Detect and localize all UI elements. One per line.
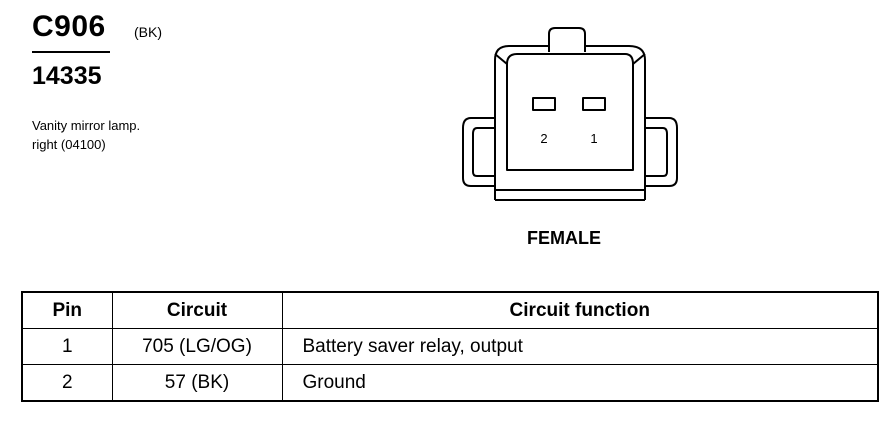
inner-cavity [506,53,634,171]
row-circuit: 705 (LG/OG) [111,328,283,365]
table-row: 2 57 (BK) Ground [21,364,879,402]
header-pin: Pin [21,291,113,329]
connector-id: C906 [32,10,106,43]
description-line-1: Vanity mirror lamp. [32,118,141,133]
connector-face-drawing: 2 1 [462,27,678,201]
table-row: 1 705 (LG/OG) Battery saver relay, outpu… [21,328,879,365]
description-line-2: right (04100) [32,137,106,152]
row-function: Ground [281,364,879,402]
pin-1-cavity [582,97,606,111]
row-circuit: 57 (BK) [111,364,283,402]
right-wing [645,117,678,187]
color-code: (BK) [134,24,162,40]
header-circuit: Circuit [111,291,283,329]
housing-outline [494,45,646,200]
header-rule [32,51,110,53]
row-function: Battery saver relay, output [281,328,879,365]
connector-gender-label: FEMALE [527,228,601,248]
header-circuit-function: Circuit function [281,291,879,329]
table-header-row: Pin Circuit Circuit function [21,291,879,329]
pin-2-label: 2 [540,131,547,146]
pin-2-cavity [532,97,556,111]
pin-table: Pin Circuit Circuit function 1 705 (LG/O… [21,291,879,402]
row-pin: 2 [21,364,113,402]
part-number: 14335 [32,62,102,90]
left-wing [462,117,495,187]
pin-1-label: 1 [590,131,597,146]
connector-description: Vanity mirror lamp. right (04100) [32,116,140,154]
row-pin: 1 [21,328,113,365]
latch-tab [548,27,586,52]
